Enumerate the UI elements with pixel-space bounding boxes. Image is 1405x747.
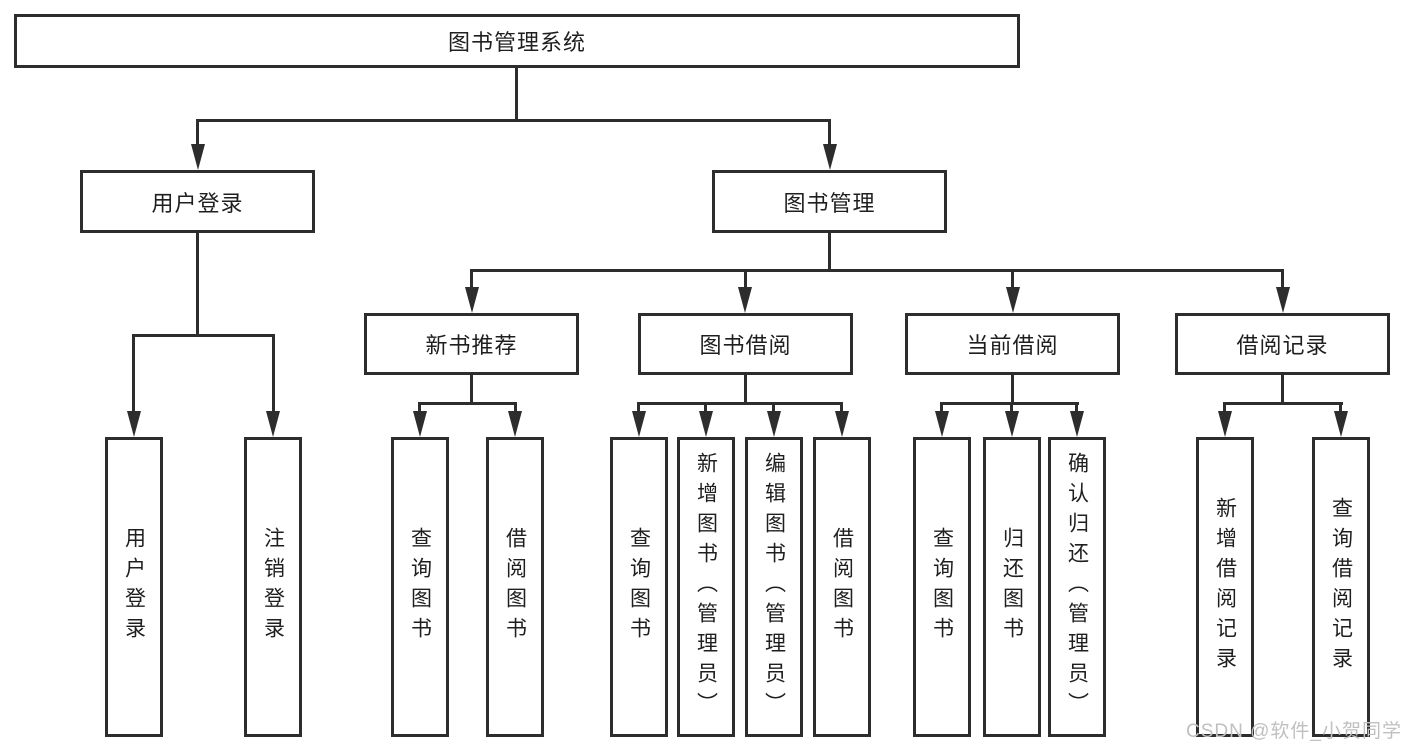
edge-line [1010, 402, 1013, 413]
node-borrow-records: 借阅记录 [1175, 313, 1390, 375]
edge-line [1281, 375, 1284, 405]
edge-line [828, 233, 831, 272]
edge-line [1223, 402, 1343, 405]
edge-line [940, 402, 1079, 405]
edge-line [514, 402, 517, 413]
edge-line [196, 119, 199, 146]
node-library-management-system: 图书管理系统 [14, 14, 1020, 68]
arrow-down [1070, 411, 1084, 437]
edge-line [704, 402, 707, 413]
edge-line [828, 119, 831, 146]
node-book-borrow: 图书借阅 [638, 313, 853, 375]
edge-line [272, 334, 275, 413]
edge-line [1011, 269, 1014, 289]
node-new-book-recommend: 新书推荐 [364, 313, 579, 375]
edge-line [1011, 375, 1014, 405]
leaf-add-borrow-record: 新增借阅记录 [1196, 437, 1254, 737]
node-user-login: 用户登录 [80, 170, 315, 233]
edge-line [418, 402, 421, 413]
edge-line [470, 375, 473, 405]
leaf-query-books: 查询图书 [610, 437, 668, 737]
edge-line [1075, 402, 1078, 413]
edge-line [744, 269, 747, 289]
node-current-borrow: 当前借阅 [905, 313, 1120, 375]
leaf-return-books: 归还图书 [983, 437, 1041, 737]
edge-line [196, 233, 199, 337]
node-book-management: 图书管理 [712, 170, 947, 233]
leaf-user-login: 用户登录 [105, 437, 163, 737]
arrow-down [127, 411, 141, 437]
arrow-down [465, 287, 479, 313]
edge-line [132, 334, 275, 337]
watermark: CSDN @软件_小贺同学 [1186, 721, 1402, 742]
leaf-borrow-books: 借阅图书 [486, 437, 544, 737]
edge-line [196, 119, 831, 122]
arrow-down [699, 411, 713, 437]
edge-line [470, 269, 473, 289]
arrow-down [1005, 411, 1019, 437]
leaf-borrow-books: 借阅图书 [813, 437, 871, 737]
arrow-down [835, 411, 849, 437]
arrow-down [413, 411, 427, 437]
arrow-down [738, 287, 752, 313]
edge-line [470, 269, 1283, 272]
arrow-down [767, 411, 781, 437]
edge-line [1223, 402, 1226, 413]
arrow-down [1218, 411, 1232, 437]
arrow-down [1006, 287, 1020, 313]
edge-line [515, 66, 518, 122]
edge-line [1339, 402, 1342, 413]
leaf-query-books: 查询图书 [391, 437, 449, 737]
edge-line [637, 402, 640, 413]
leaf-confirm-return-admin: 确认归还（管理员） [1048, 437, 1106, 737]
arrow-down [823, 144, 837, 170]
arrow-down [266, 411, 280, 437]
arrow-down [935, 411, 949, 437]
leaf-add-book-admin: 新增图书（管理员） [677, 437, 735, 737]
edge-line [840, 402, 843, 413]
edge-line [637, 402, 843, 405]
edge-line [418, 402, 516, 405]
edge-line [1281, 269, 1284, 289]
edge-line [772, 402, 775, 413]
leaf-query-books: 查询图书 [913, 437, 971, 737]
arrow-down [508, 411, 522, 437]
arrow-down [191, 144, 205, 170]
arrow-down [632, 411, 646, 437]
edge-line [744, 375, 747, 405]
leaf-edit-book-admin: 编辑图书（管理员） [745, 437, 803, 737]
leaf-logout: 注销登录 [244, 437, 302, 737]
arrow-down [1334, 411, 1348, 437]
leaf-query-borrow-record: 查询借阅记录 [1312, 437, 1370, 737]
edge-line [132, 334, 135, 413]
arrow-down [1276, 287, 1290, 313]
edge-line [940, 402, 943, 413]
